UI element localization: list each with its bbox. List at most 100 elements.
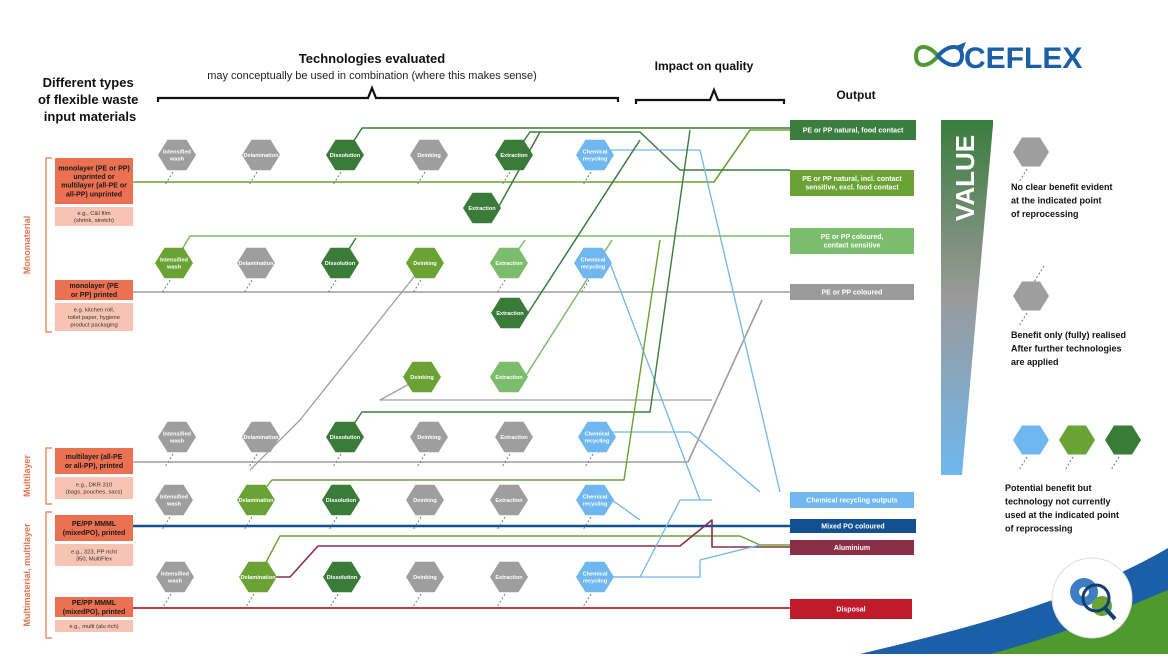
output-o5: Chemical recycling outputs — [790, 492, 914, 508]
input-in2: monolayer (PE or PP) printed e.g. kitchen … — [55, 280, 133, 331]
tech-node-r2c-deink: Deinking — [403, 361, 441, 393]
input-example-box — [55, 207, 133, 226]
tech-hexagon — [158, 421, 196, 453]
tech-node-r4-delam: Delamination — [237, 484, 275, 516]
input-example-box — [55, 544, 133, 566]
tech-label: Extraction — [496, 311, 524, 317]
input-label-line: or PP) printed — [71, 292, 117, 299]
tech-hexagon — [237, 247, 275, 279]
tech-hexagon — [495, 421, 533, 453]
legend-hexagon — [1013, 425, 1049, 455]
input-title-line: Different types — [43, 75, 134, 90]
tech-label: Deinking — [417, 435, 441, 441]
tech-label-line: Intensified — [161, 571, 190, 577]
tech-hexagon — [322, 484, 360, 516]
flow-line — [257, 535, 790, 578]
tech-node-r1b-extr: Extraction — [463, 192, 501, 224]
tech-label: Delamination — [243, 153, 279, 159]
input-label: PE/PP MMML(mixedPO), printed — [63, 521, 126, 537]
output-box — [790, 519, 916, 533]
tech-label-line: Delamination — [238, 261, 274, 267]
tech-label-line: Extraction — [500, 435, 528, 441]
tech-hexagon — [155, 484, 193, 516]
tech-label-line: Deinking — [417, 153, 441, 159]
tech-label-line: Chemical — [583, 494, 608, 500]
tech-node-r3-extr: Extraction — [495, 421, 533, 453]
tech-stem — [162, 593, 172, 608]
flow-line — [133, 129, 790, 183]
tech-stem — [580, 279, 590, 294]
input-example-box — [55, 477, 133, 499]
tech-hexagon — [463, 192, 501, 224]
tech-node-r3-diss: Dissolution — [326, 421, 364, 453]
tech-label-line: Chemical — [583, 149, 608, 155]
tech-node-r2b-extr: Extraction — [491, 297, 529, 329]
tech-hexagon — [326, 421, 364, 453]
input-label-line: (mixedPO), printed — [63, 609, 126, 616]
tech-hexagon — [410, 139, 448, 171]
value-bar: VALUE — [941, 120, 993, 475]
tech-stem — [245, 593, 255, 608]
output-o1: PE or PP natural, food contact — [790, 120, 916, 140]
legend-text-line: of reprocessing — [1005, 524, 1073, 534]
tech-label: Extraction — [495, 575, 523, 581]
tech-stem — [412, 593, 422, 608]
output-label: PE or PP coloured — [822, 289, 883, 296]
tech-node-r2-diss: Dissolution — [321, 247, 359, 279]
legend-hexagon — [1013, 137, 1049, 167]
input-box — [55, 597, 133, 617]
output-box — [790, 170, 914, 196]
tech-label: Extraction — [495, 375, 523, 381]
input-label-line: (mixedPO), printed — [63, 530, 126, 537]
tech-stem — [332, 453, 342, 468]
tech-label-line: wash — [169, 439, 185, 445]
tech-label: Extraction — [495, 261, 523, 267]
tech-label-line: recycling — [583, 579, 608, 585]
flow-line — [258, 519, 790, 578]
tech-stem — [164, 453, 174, 468]
tech-hexagon — [406, 561, 444, 593]
tech-stem — [584, 453, 594, 468]
tech-label-line: Extraction — [500, 153, 528, 159]
flow-line — [255, 239, 661, 501]
tech-label-line: Dissolution — [325, 261, 356, 267]
output-label: PE or PP natural, food contact — [803, 127, 904, 134]
tech-stem — [501, 453, 511, 468]
tech-hexagon — [242, 421, 280, 453]
output-label: Mixed PO coloured — [821, 524, 884, 531]
tech-label: Extraction — [500, 435, 528, 441]
tech-hexagon — [578, 421, 616, 453]
value-arrow — [941, 120, 993, 475]
output-label-line: sensitive, excl. food contact — [805, 185, 899, 192]
input-example-box — [55, 620, 133, 632]
tech-hexagon — [574, 247, 612, 279]
input-example-line: e.g. kitchen roll, — [74, 308, 115, 314]
tech-label-line: recycling — [581, 265, 606, 271]
input-example: e.g., C&I film(shrink, stretch) — [74, 211, 114, 224]
tech-label-line: Delamination — [240, 575, 276, 581]
gears-magnifier-icon — [1051, 557, 1133, 639]
input-box — [55, 280, 133, 300]
input-label-line: monolayer (PE — [69, 283, 118, 290]
input-example: e.g., DKR 310(bags, pouches, sacs) — [66, 482, 123, 495]
tech-hexagon — [155, 247, 193, 279]
ceflex-logo: CEFLEX — [913, 42, 1082, 75]
input-label-line: multilayer (all-PE — [66, 454, 123, 461]
tech-label-line: Chemical — [585, 431, 610, 437]
output-label-line: PE or PP coloured, — [821, 234, 884, 241]
input-label: PE/PP MMML(mixedPO), printed — [63, 600, 126, 616]
tech-stem — [243, 516, 253, 531]
